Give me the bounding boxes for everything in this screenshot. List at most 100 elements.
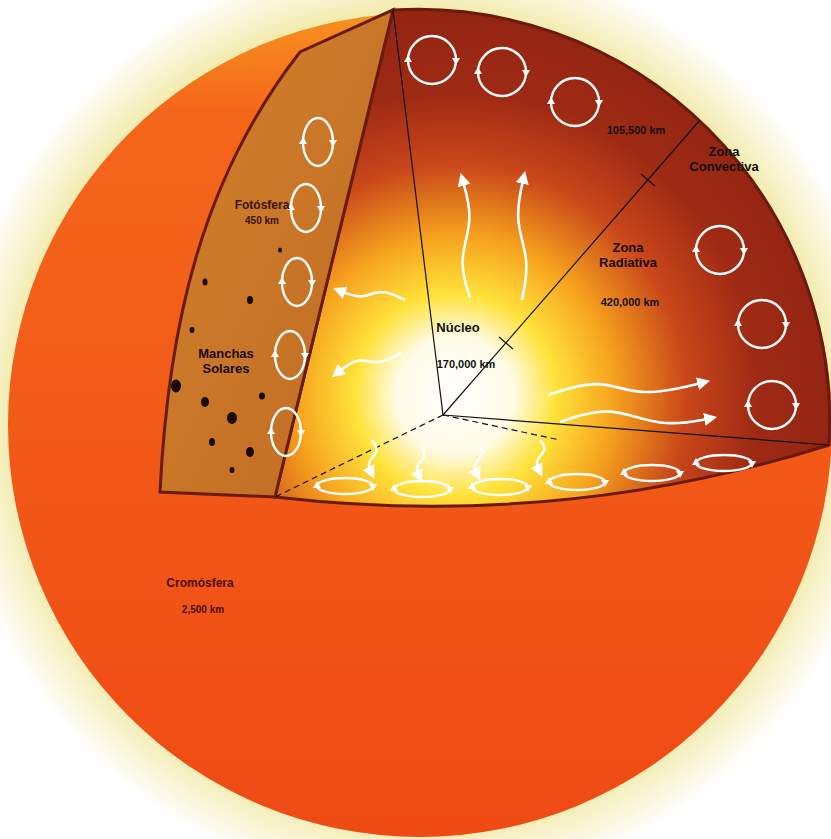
flow-arrow [369,440,377,474]
flow-arrow [336,352,402,374]
sun-part [171,380,181,393]
cell-arrow [452,58,460,65]
cell-arrow [748,461,756,468]
photosphere-slab [160,10,393,497]
cell-arrow [446,487,454,494]
sun-part [278,248,282,253]
cell-arrow [740,248,748,255]
cell-arrow [390,484,398,491]
convection-cell [692,455,756,471]
cell-arrow [601,480,609,487]
cell-arrow [468,482,476,489]
cell-arrow [271,350,279,357]
convection-cell [287,184,325,232]
cell-arrow [297,430,305,437]
cell-arrow [744,400,752,407]
sun-part [209,438,215,446]
sun-part [230,467,235,473]
cell-loop [275,331,305,379]
convection-cell [547,78,603,126]
convection-cell [474,48,530,96]
cell-arrow [692,245,700,252]
layer-name: Zona Convectiva [684,145,764,175]
cell-loop [282,258,312,306]
sun-part [201,397,209,407]
energy-flow [336,176,712,478]
cell-arrow [299,137,307,144]
sun-part [499,337,513,349]
cell-loop [408,36,456,84]
layer-thickness: 105,500 km [607,124,666,137]
flow-arrow [560,412,712,424]
layer-name: Fotósfera [235,199,290,213]
cell-loop [738,300,786,348]
layer-thickness: 2,500 km [182,604,224,616]
guide-lines [275,10,829,497]
flow-arrow [548,382,705,395]
cell-arrow [692,458,700,465]
cell-loop [291,184,321,232]
feature-name: Manchas Solares [191,347,261,377]
flow-arrow [537,440,545,472]
cell-arrow [329,140,337,147]
sun-part [641,174,655,186]
sun-part [203,279,208,286]
cell-loop [549,474,605,490]
convection-cell [404,36,460,84]
cell-arrow [547,97,555,104]
convection-cell [278,258,316,306]
convection-cell [271,331,309,379]
flow-arrow [475,444,483,476]
layer-thickness: 450 km [245,215,279,227]
convection-cell [267,408,305,456]
flow-arrow [462,178,470,298]
cell-arrow [301,353,309,360]
cell-loop [394,481,450,497]
layer-name: Zona Radiativa [588,241,668,271]
cell-arrow [313,481,321,488]
convection-cell [744,381,800,429]
cell-loop [472,479,528,495]
cell-loop [271,408,301,456]
layer-thickness: 170,000 km [437,358,496,371]
cell-loop [551,78,599,126]
cell-arrow [734,319,742,326]
cell-arrow [308,280,316,287]
cell-arrow [278,277,286,284]
convection-cell [734,300,790,348]
flow-arrow [417,446,425,478]
convection-cell [692,226,748,274]
cell-loop [696,226,744,274]
cell-loop [696,455,752,471]
sun-part [259,393,265,400]
cell-arrow [620,468,628,475]
layer-name: Núcleo [436,321,479,336]
cell-arrow [474,67,482,74]
sun-part [246,447,254,457]
sun-part [247,296,253,304]
convection-cell [299,118,337,166]
cell-arrow [404,55,412,62]
sun-part [443,415,560,440]
convection-cells [267,36,800,497]
sunspots [171,248,282,474]
cell-arrow [524,485,532,492]
convection-cell [545,474,609,490]
cell-arrow [522,70,530,77]
cell-arrow [676,471,684,478]
sun-part [190,327,195,333]
cell-loop [478,48,526,96]
cell-arrow [792,403,800,410]
sun-part [227,412,237,424]
convection-cell [468,479,532,495]
convection-cell [620,465,684,481]
cell-loop [748,381,796,429]
sun-part [443,120,700,415]
cell-arrow [369,484,377,491]
layer-name: Cromósfera [166,577,233,591]
cell-arrow [317,206,325,213]
cell-arrow [267,427,275,434]
